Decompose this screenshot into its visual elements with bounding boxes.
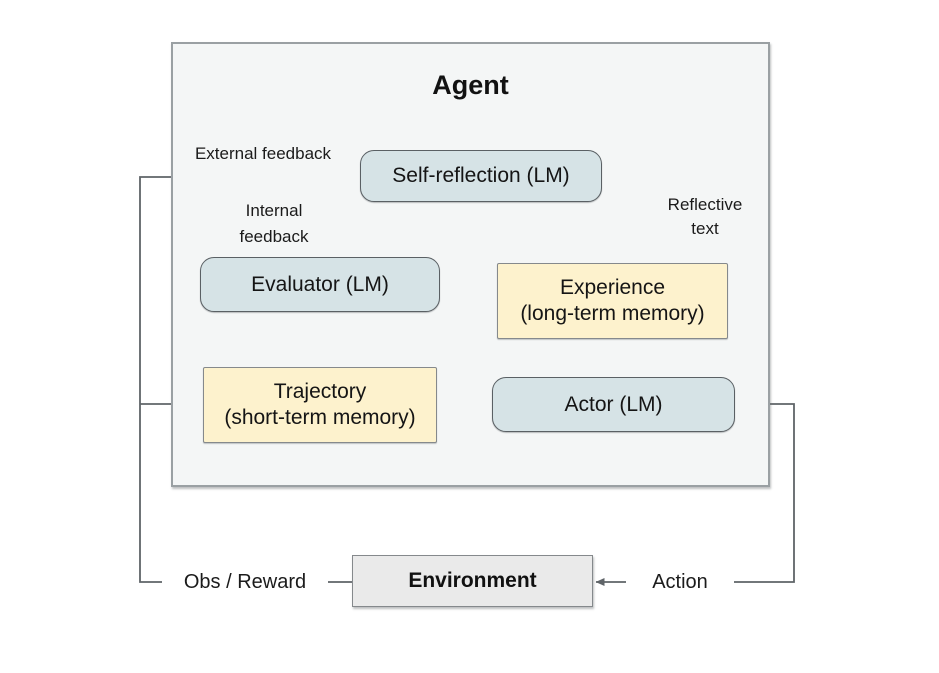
label-internal-feedback: Internal feedback	[224, 198, 324, 250]
node-actor: Actor (LM)	[492, 377, 735, 432]
node-experience-sublabel: (long-term memory)	[520, 302, 705, 325]
node-trajectory-label: Trajectory	[273, 380, 367, 403]
label-action: Action	[626, 570, 734, 594]
node-trajectory: Trajectory (short-term memory)	[203, 367, 437, 443]
label-reflective-text-line1: Reflective	[667, 195, 743, 214]
label-internal-feedback-line2: feedback	[239, 227, 309, 246]
node-experience-label: Experience	[559, 276, 666, 299]
agent-title: Agent	[432, 70, 509, 100]
node-environment: Environment	[352, 555, 593, 607]
node-trajectory-sublabel: (short-term memory)	[224, 406, 416, 429]
label-obs-reward: Obs / Reward	[162, 570, 328, 594]
node-self-reflection: Self-reflection (LM)	[360, 150, 602, 202]
node-self-reflection-label: Self-reflection (LM)	[392, 164, 570, 187]
node-evaluator: Evaluator (LM)	[200, 257, 440, 312]
label-reflective-text-line2: text	[691, 219, 719, 238]
node-actor-label: Actor (LM)	[564, 392, 663, 416]
node-experience: Experience (long-term memory)	[497, 263, 728, 339]
label-external-feedback: External feedback	[194, 144, 332, 163]
node-environment-label: Environment	[408, 569, 537, 592]
label-internal-feedback-line1: Internal	[245, 201, 303, 220]
label-reflective-text: Reflective text	[655, 193, 755, 241]
node-evaluator-label: Evaluator (LM)	[251, 272, 389, 296]
